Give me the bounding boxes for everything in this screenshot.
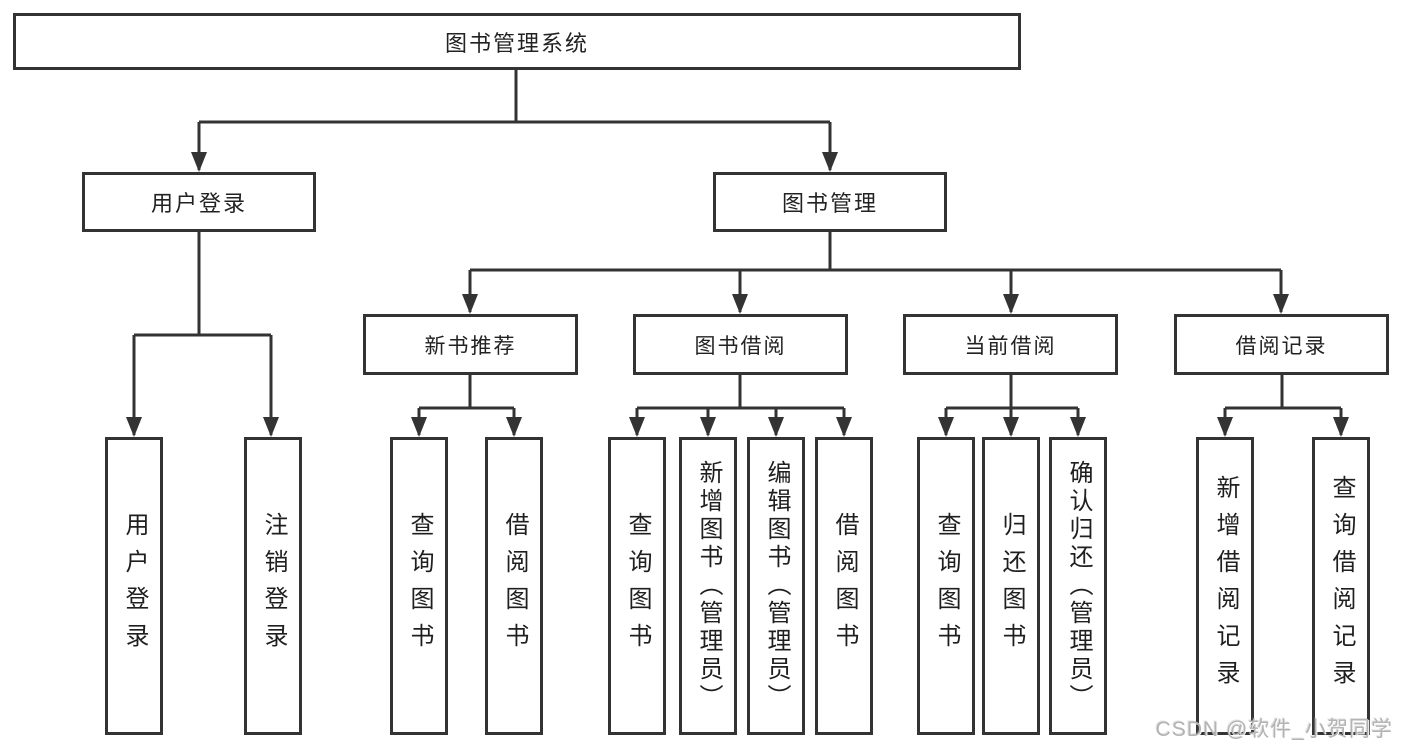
node-leaf-query-borrow-record-label: 查询借阅记录 xyxy=(1328,475,1355,697)
arrow-down-icon xyxy=(263,417,279,437)
node-leaf-logout-label: 注销登录 xyxy=(260,512,287,660)
arrow-down-icon xyxy=(836,417,852,437)
node-user-login-label: 用户登录 xyxy=(150,191,247,216)
arrow-down-icon xyxy=(768,417,784,437)
node-current-borrow-label: 当前借阅 xyxy=(964,334,1057,358)
arrow-down-icon xyxy=(411,417,427,437)
node-leaf-borrow-book-2-label: 借阅图书 xyxy=(831,512,858,660)
node-borrow-records-label: 借阅记录 xyxy=(1235,334,1328,358)
connector-segments xyxy=(132,70,1343,435)
arrow-down-icon xyxy=(629,417,645,437)
node-leaf-borrow-book-1-label: 借阅图书 xyxy=(501,512,528,660)
node-book-borrow: 图书借阅 xyxy=(633,314,848,375)
arrow-down-icon xyxy=(506,417,522,437)
node-leaf-edit-book-admin-label: 编辑图书（管理员） xyxy=(763,460,790,712)
node-leaf-query-book-3: 查询图书 xyxy=(917,437,975,735)
node-leaf-confirm-return-admin-label: 确认归还（管理员） xyxy=(1065,460,1092,712)
node-leaf-query-book-2: 查询图书 xyxy=(608,437,666,735)
arrow-down-icon xyxy=(1217,417,1233,437)
node-leaf-query-book-2-label: 查询图书 xyxy=(624,512,651,660)
node-leaf-query-borrow-record: 查询借阅记录 xyxy=(1312,437,1370,735)
node-leaf-add-borrow-record-label: 新增借阅记录 xyxy=(1212,475,1239,697)
node-leaf-query-book-1: 查询图书 xyxy=(390,437,448,735)
arrow-down-icon xyxy=(1070,417,1086,437)
arrow-down-icon xyxy=(1333,417,1349,437)
arrow-down-icon xyxy=(822,152,838,172)
watermark: CSDN @软件_小贺同学 xyxy=(1155,718,1393,741)
arrow-down-icon xyxy=(1273,294,1289,314)
node-leaf-add-borrow-record: 新增借阅记录 xyxy=(1196,437,1254,735)
node-leaf-edit-book-admin: 编辑图书（管理员） xyxy=(747,437,805,735)
node-book-borrow-label: 图书借阅 xyxy=(694,334,787,358)
node-new-book-recommend: 新书推荐 xyxy=(363,314,578,375)
node-borrow-records: 借阅记录 xyxy=(1174,314,1389,375)
node-leaf-user-login-label: 用户登录 xyxy=(121,512,148,660)
node-leaf-confirm-return-admin: 确认归还（管理员） xyxy=(1049,437,1107,735)
node-root-label: 图书管理系统 xyxy=(444,30,589,56)
node-leaf-add-book-admin-label: 新增图书（管理员） xyxy=(695,460,722,712)
arrow-down-icon xyxy=(732,294,748,314)
arrow-down-icon xyxy=(1003,417,1019,437)
arrow-down-icon xyxy=(1003,294,1019,314)
node-leaf-borrow-book-1: 借阅图书 xyxy=(485,437,543,735)
arrow-down-icon xyxy=(191,152,207,172)
node-leaf-query-book-1-label: 查询图书 xyxy=(406,512,433,660)
node-current-borrow: 当前借阅 xyxy=(903,314,1118,375)
node-root: 图书管理系统 xyxy=(13,13,1021,70)
node-book-management: 图书管理 xyxy=(713,172,947,232)
arrow-down-icon xyxy=(700,417,716,437)
node-book-management-label: 图书管理 xyxy=(781,191,878,216)
node-leaf-borrow-book-2: 借阅图书 xyxy=(815,437,873,735)
node-leaf-query-book-3-label: 查询图书 xyxy=(933,512,960,660)
node-leaf-return-book: 归还图书 xyxy=(982,437,1040,735)
node-user-login: 用户登录 xyxy=(82,172,316,232)
arrow-down-icon xyxy=(938,417,954,437)
arrow-down-icon xyxy=(126,417,142,437)
node-new-book-recommend-label: 新书推荐 xyxy=(424,334,517,358)
node-leaf-return-book-label: 归还图书 xyxy=(998,512,1025,660)
arrow-down-icon xyxy=(462,294,478,314)
node-leaf-add-book-admin: 新增图书（管理员） xyxy=(679,437,737,735)
node-leaf-logout: 注销登录 xyxy=(244,437,302,735)
node-leaf-user-login: 用户登录 xyxy=(105,437,163,735)
